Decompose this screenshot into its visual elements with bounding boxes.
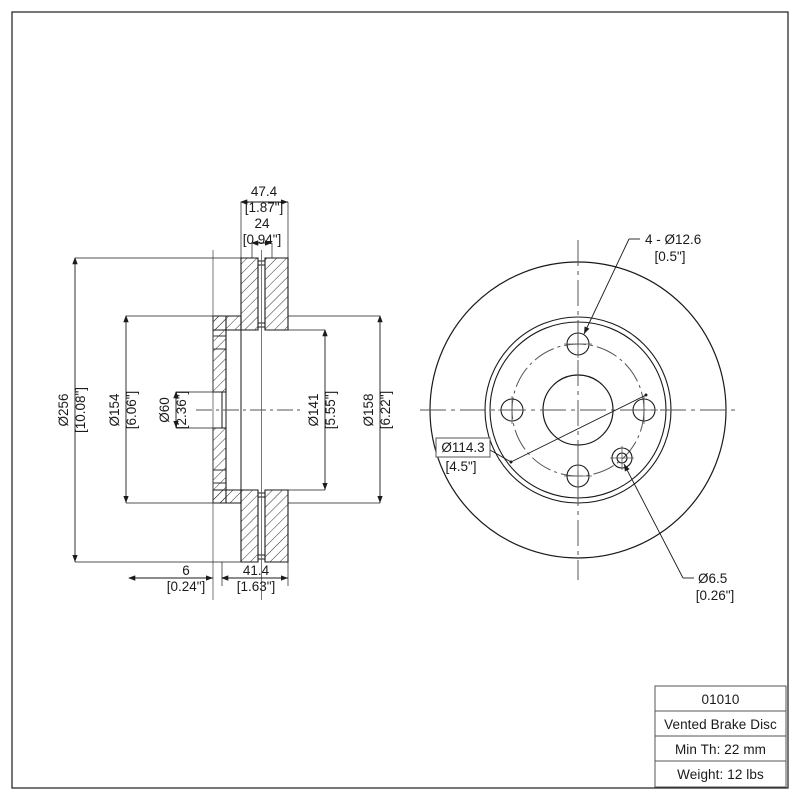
callout-bolt-circle-imperial: [4.5"] — [445, 459, 476, 474]
dim-text-hat-diameter-metric: Ø154 — [107, 393, 122, 427]
face-view-callouts: 4 - Ø12.6 [0.5"] Ø114.3 [4.5"] Ø6.5 [0.2… — [435, 232, 735, 603]
section-upper-outer-plate — [240, 257, 259, 331]
section-lower-outer-plate — [240, 489, 259, 563]
section-hat-interior — [226, 329, 242, 491]
callout-pin-hole-metric: Ø6.5 — [698, 571, 727, 586]
callout-bolt-holes-imperial: [0.5"] — [654, 249, 685, 264]
callout-bolt-circle-metric: Ø114.3 — [441, 440, 484, 455]
dim-text-vent-width-metric: 24 — [254, 216, 270, 231]
dim-text-vent-width-imperial: [0.94"] — [243, 232, 282, 247]
section-lower-inner-plate — [264, 489, 289, 563]
callout-bolt-holes-metric: 4 - Ø12.6 — [645, 232, 701, 247]
dim-text-outer-diameter-metric: Ø256 — [56, 393, 71, 426]
leader-bolt-circle — [489, 449, 512, 463]
title-block-frame — [654, 685, 787, 788]
dim-text-outer-diameter-imperial: [10.08"] — [73, 387, 88, 433]
leader-bolt-holes — [583, 238, 630, 335]
callout-pin-hole-imperial: [0.26"] — [696, 588, 735, 603]
section-dimension-lines — [72, 199, 383, 586]
leader-pin-hole — [623, 463, 684, 579]
dim-text-overall-width-imperial: [1.87"] — [245, 200, 284, 215]
cross-section-view — [196, 250, 300, 600]
dim-text-hat-height-metric: 41.4 — [243, 563, 270, 578]
dim-text-hat-diameter-imperial: [6.06"] — [124, 391, 139, 430]
title-block-description: Vented Brake Disc — [664, 717, 777, 732]
dim-text-hat-height-imperial: [1.63"] — [237, 579, 276, 594]
dim-text-overall-width-metric: 47.4 — [251, 184, 278, 199]
dim-text-friction-inner-metric: Ø158 — [361, 393, 376, 426]
dim-text-inner-diameter-imperial: [5.55"] — [323, 391, 338, 430]
section-upper-inner-plate — [264, 257, 289, 331]
dim-text-hat-thickness-metric: 6 — [182, 563, 190, 578]
dim-line-bolt-circle — [509, 393, 648, 464]
section-bolt-hole-marks — [213, 335, 226, 484]
title-block-min-thickness: Min Th: 22 mm — [674, 742, 767, 757]
dim-text-hat-thickness-imperial: [0.24"] — [167, 579, 206, 594]
title-block-part-number: 01010 — [701, 692, 740, 707]
section-dimension-text: 47.4 [1.87"] 24 [0.94"] Ø256 [10.08"] Ø1… — [56, 184, 393, 594]
dim-text-center-bore-metric: Ø60 — [157, 397, 172, 423]
dim-text-center-bore-imperial: [2.36"] — [174, 391, 189, 430]
callout-box-bolt-circle — [435, 437, 491, 458]
section-upper-hat-wall — [212, 315, 227, 393]
face-view — [420, 240, 740, 580]
title-block-weight: Weight: 12 lbs — [677, 767, 764, 782]
dim-text-inner-diameter-metric: Ø141 — [306, 393, 321, 426]
section-lower-hat-wall — [212, 427, 227, 504]
dim-text-friction-inner-imperial: [6.22"] — [378, 391, 393, 430]
sheet-border — [11, 11, 789, 789]
